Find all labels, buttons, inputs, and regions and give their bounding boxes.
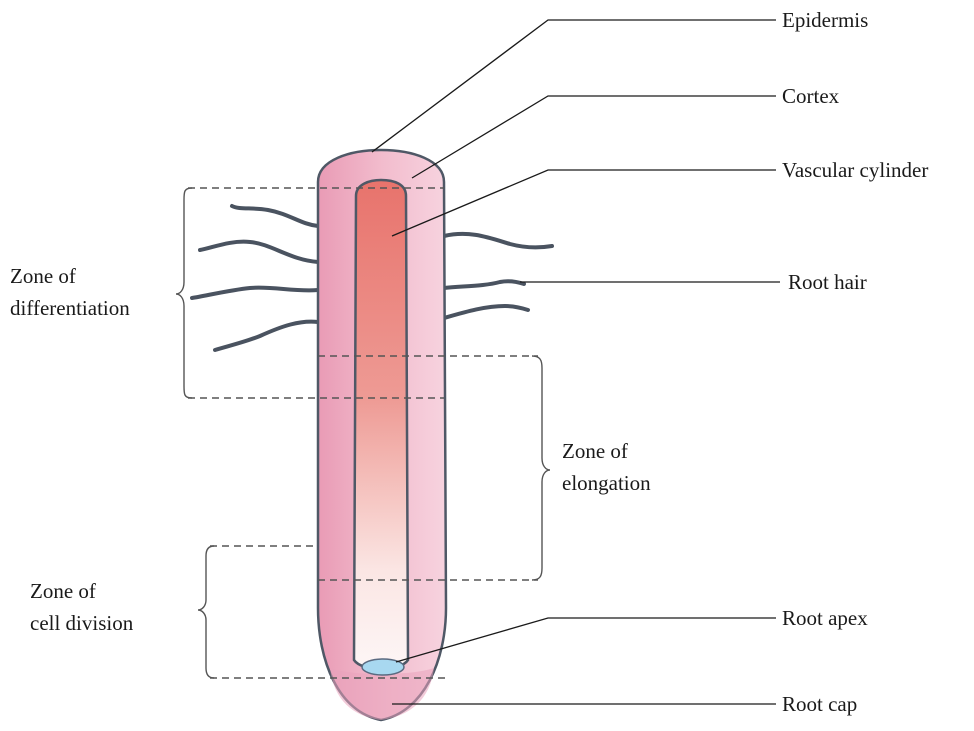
root-hair-left-1 [232, 206, 318, 226]
leader-epidermis [372, 20, 776, 152]
root-cap-shape [330, 668, 434, 720]
brace-elongation [532, 356, 550, 580]
label-epidermis: Epidermis [782, 8, 868, 32]
label-zone-elongation-line2: elongation [562, 471, 651, 495]
label-zone-cell-division-line2: cell division [30, 611, 134, 635]
label-root-hair: Root hair [788, 270, 867, 294]
leader-cortex [412, 96, 776, 178]
root-hair-right-3 [444, 306, 528, 318]
brace-differentiation [176, 188, 192, 398]
leader-vascular-cylinder [392, 170, 776, 236]
root-hair-right-1 [444, 234, 552, 247]
vascular-cylinder-shape [354, 180, 408, 669]
label-root-apex: Root apex [782, 606, 868, 630]
root-hair-left-2 [200, 242, 318, 262]
label-zone-cell-division-line1: Zone of [30, 579, 96, 603]
root-hair-left-4 [215, 322, 318, 350]
label-zone-elongation-line1: Zone of [562, 439, 628, 463]
label-root-cap: Root cap [782, 692, 857, 716]
leader-root-apex [396, 618, 776, 662]
label-vascular-cylinder: Vascular cylinder [782, 158, 928, 182]
brace-cell-division [198, 546, 214, 678]
root-hair-right-2 [444, 281, 524, 288]
root-hair-left-3 [192, 288, 318, 298]
label-zone-differentiation-line2: differentiation [10, 296, 130, 320]
label-zone-differentiation-line1: Zone of [10, 264, 76, 288]
label-cortex: Cortex [782, 84, 840, 108]
